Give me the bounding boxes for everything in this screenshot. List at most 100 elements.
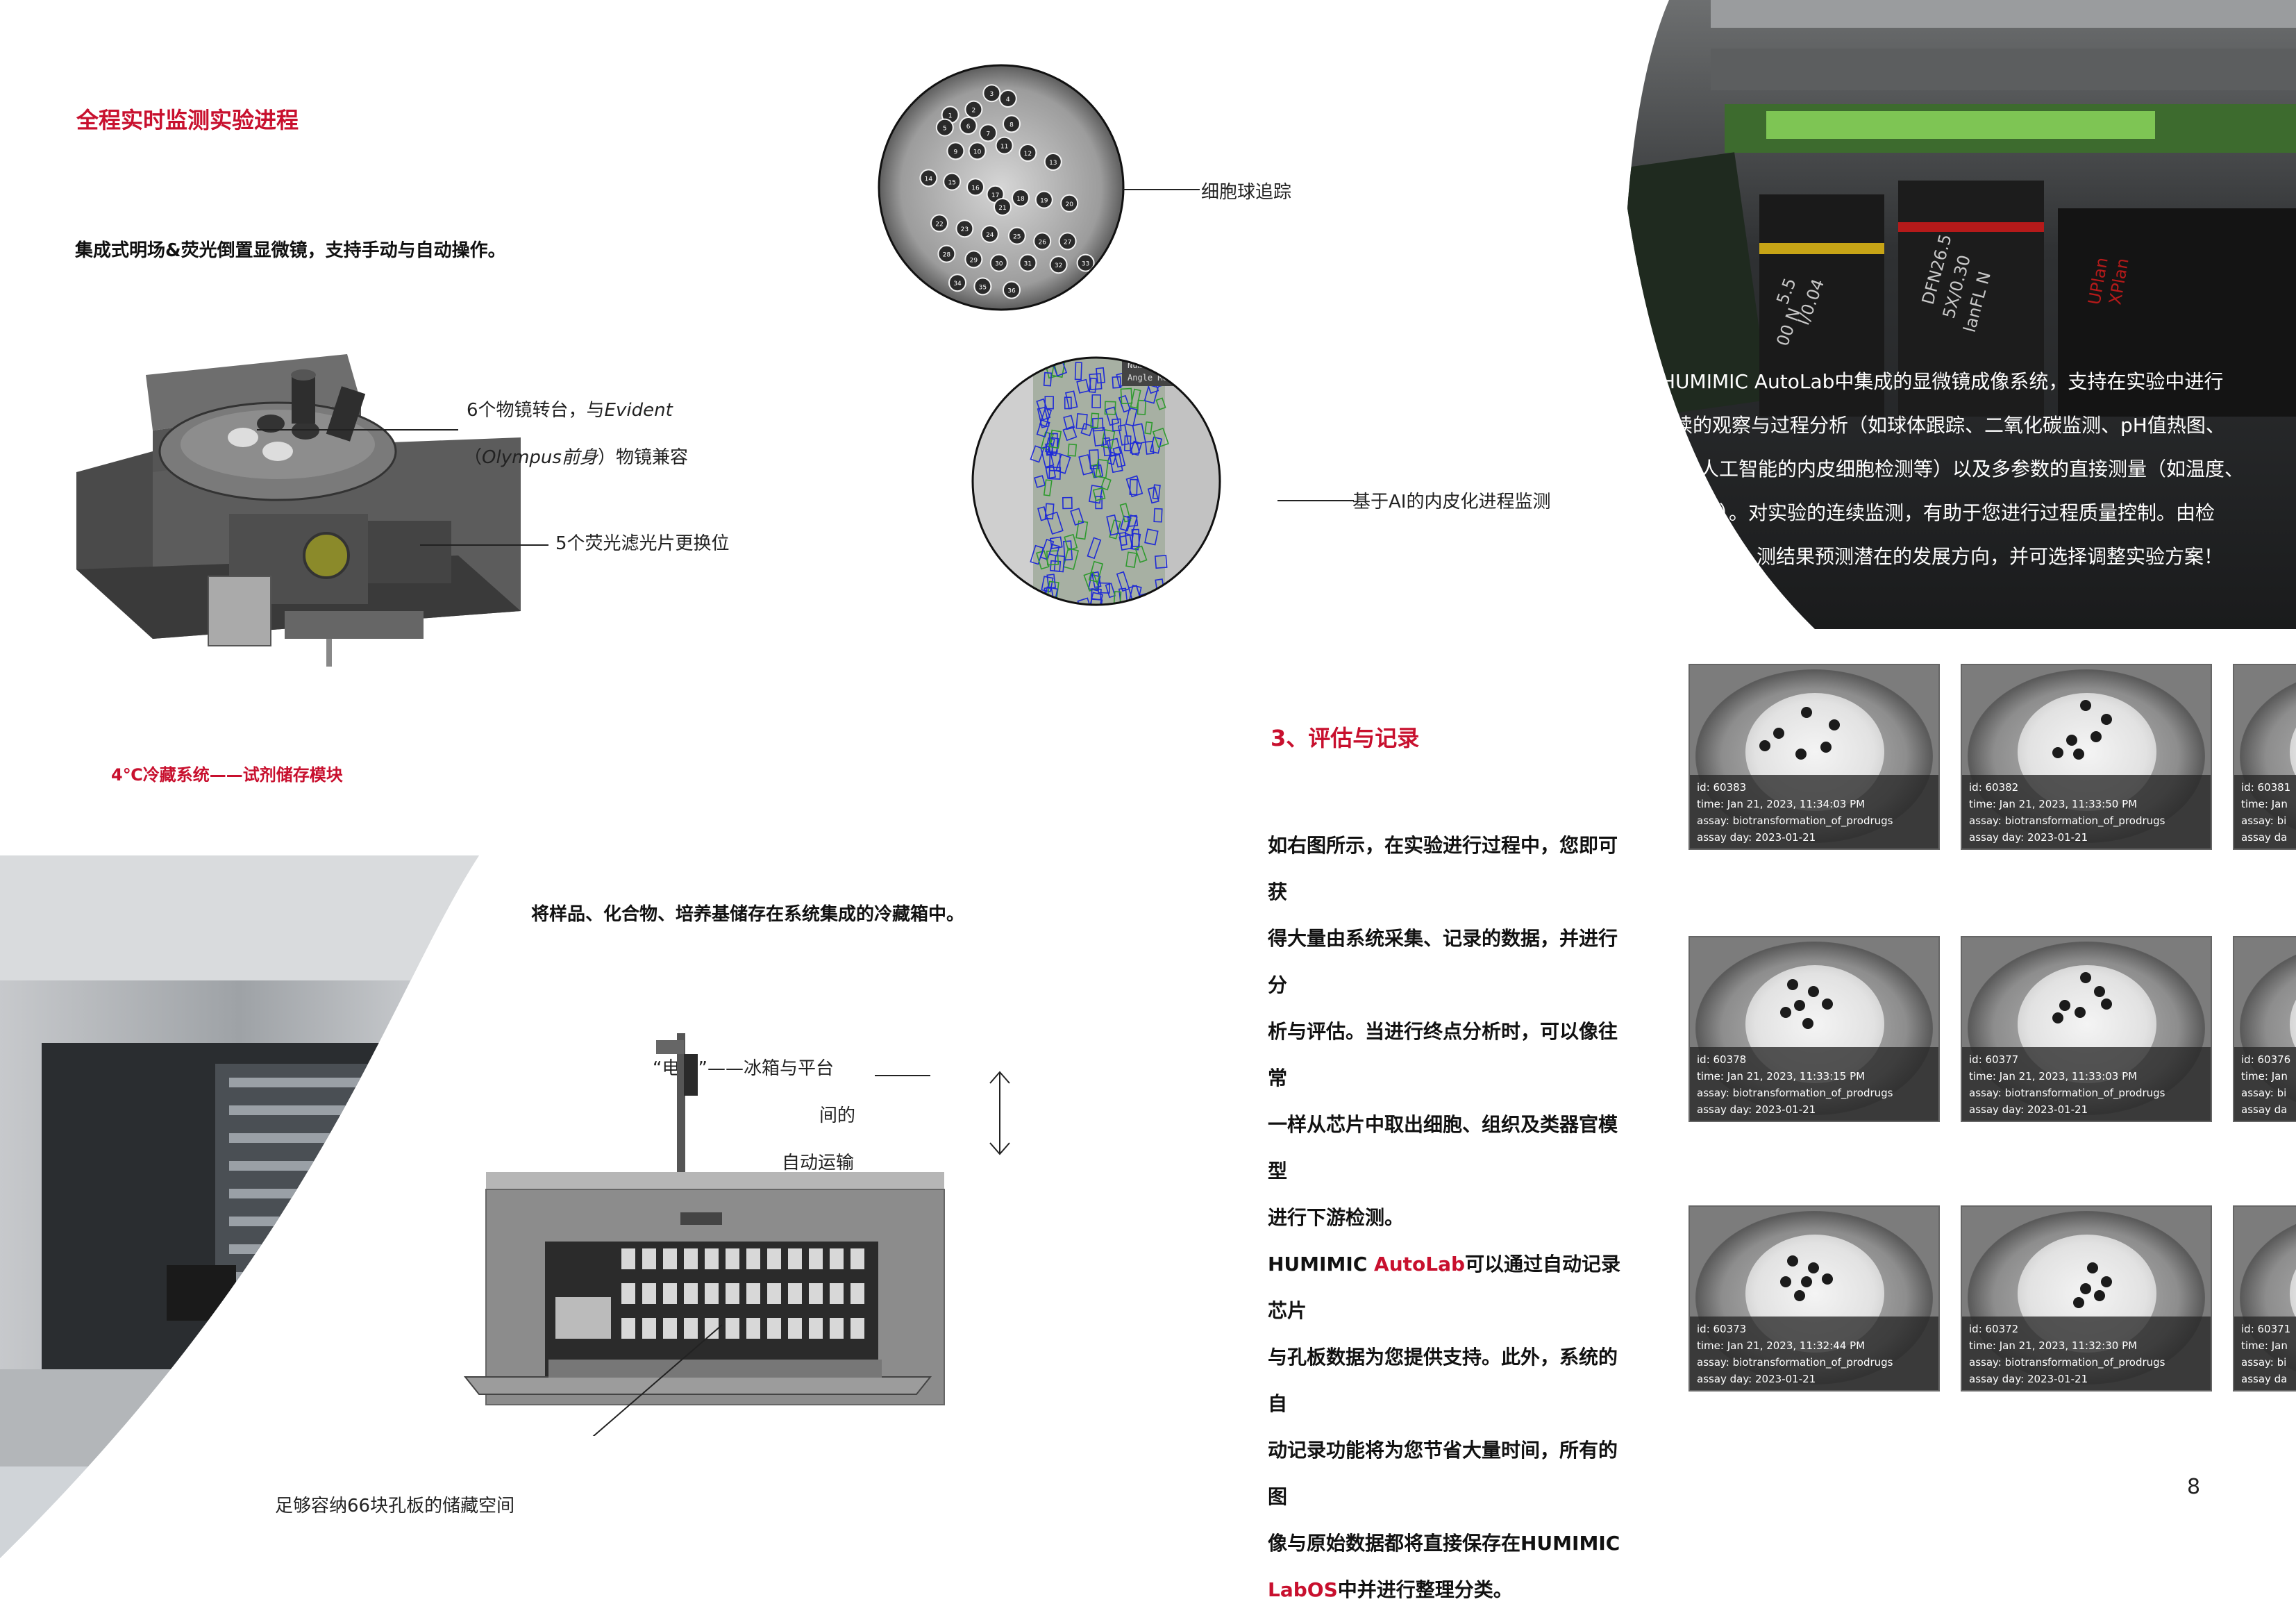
caption-id: id: 60372: [1969, 1323, 2019, 1335]
overlay-line-4: 力等）。对实验的连续监测，有助于您进行过程质量控制。由检: [1680, 501, 2215, 524]
caption-assay: assay: bi: [2241, 1356, 2287, 1369]
svg-text:27: 27: [1064, 239, 1071, 246]
spheroid-marker: 3: [982, 84, 1001, 103]
spheroid-marker: 2: [964, 100, 983, 119]
svg-text:25: 25: [1013, 234, 1021, 241]
cooling-heading: 4℃冷藏系统——试剂储存模块: [111, 765, 343, 785]
caption-time: time: Jan 21, 2023, 11:33:50 PM: [1969, 798, 2138, 810]
assay-thumbnail[interactable]: id: 60378 time: Jan 21, 2023, 11:33:15 PM…: [1689, 936, 1940, 1122]
caption-time: time: Jan 21, 2023, 11:34:03 PM: [1697, 798, 1866, 810]
caption-time: time: Jan 21, 2023, 11:33:15 PM: [1697, 1070, 1866, 1083]
spheroid-marker: 9: [946, 142, 965, 160]
spheroid-marker: 36: [1003, 281, 1021, 299]
svg-text:29: 29: [970, 257, 978, 264]
spheroid-marker: 35: [973, 277, 992, 296]
svg-text:9: 9: [954, 149, 958, 156]
caption-day: assay da: [2241, 1373, 2288, 1385]
section-heading-evaluation: 3、评估与记录: [1271, 725, 1420, 751]
caption-day: assay day: 2023-01-21: [1697, 831, 1816, 844]
svg-text:31: 31: [1024, 261, 1032, 268]
spheroid-marker: 27: [1058, 232, 1077, 251]
evaluation-paragraph: 如右图所示，在实验进行过程中，您即可获 得大量由系统采集、记录的数据，并进行分 …: [1268, 834, 1621, 1601]
up-down-arrow-icon: [989, 1071, 1010, 1155]
callout-filters: 5个荧光滤光片更换位: [555, 533, 730, 554]
spheroid-marker: 25: [1007, 226, 1026, 245]
ai-endothelial-view: Num: 0 Angle Median: [971, 356, 1221, 606]
svg-text:13: 13: [1049, 160, 1057, 167]
svg-text:10: 10: [973, 149, 982, 156]
svg-text:4: 4: [1006, 97, 1010, 103]
elevator-callout-line3: 自动运输: [782, 1153, 855, 1173]
caption-assay: assay: biotransformation_of_prodrugs: [1697, 814, 1893, 827]
spheroid-marker: 11: [995, 136, 1014, 155]
caption-assay: assay: biotransformation_of_prodrugs: [1697, 1087, 1893, 1099]
spheroid-marker: 33: [1076, 253, 1095, 272]
spheroid-marker: 34: [948, 274, 966, 292]
assay-thumbnail[interactable]: id: 60372 time: Jan 21, 2023, 11:32:30 PM…: [1961, 1205, 2212, 1391]
assay-thumbnail[interactable]: id: 60377 time: Jan 21, 2023, 11:33:03 PM…: [1961, 936, 2212, 1122]
spheroid-marker: 19: [1034, 190, 1053, 209]
caption-day: assay day: 2023-01-21: [1969, 831, 2088, 844]
caption-time: time: Jan 21, 2023, 11:32:30 PM: [1969, 1339, 2138, 1352]
caption-assay: assay: biotransformation_of_prodrugs: [1969, 1087, 2165, 1099]
caption-id: id: 60371: [2241, 1323, 2291, 1335]
caption-time: time: Jan 21, 2023, 11:33:03 PM: [1969, 1070, 2138, 1083]
leader-line-filters: [420, 544, 548, 546]
svg-text:11: 11: [1000, 144, 1008, 151]
caption-time: time: Jan 21, 2023, 11:32:44 PM: [1697, 1339, 1866, 1352]
refrigerator-photo: [0, 855, 479, 1558]
spheroid-marker: 24: [980, 225, 999, 243]
svg-text:12: 12: [1024, 151, 1032, 158]
spheroid-marker: 26: [1033, 232, 1052, 251]
spheroid-marker: 15: [943, 172, 962, 191]
thumbnail-caption: id: 60377 time: Jan 21, 2023, 11:33:03 PM…: [1962, 1047, 2211, 1121]
svg-text:16: 16: [971, 185, 980, 192]
storage-description: 将样品、化合物、培养基储存在系统集成的冷藏箱中。: [531, 904, 965, 925]
svg-text:30: 30: [995, 261, 1003, 268]
spheroid-marker: 30: [989, 253, 1008, 272]
leader-line-objectives: [257, 429, 458, 431]
caption-id: id: 60377: [1969, 1053, 2019, 1066]
svg-text:1: 1: [948, 112, 953, 119]
storage-module-illustration: [463, 1033, 945, 1436]
svg-text:24: 24: [986, 232, 994, 239]
caption-time: time: Jan: [2241, 798, 2288, 810]
objective-lens-photo: 5.5 I/0.04 00 N DFN26.5 5X/0.30 lanFL N …: [1627, 0, 2296, 629]
svg-text:33: 33: [1082, 261, 1089, 268]
spheroid-marker: 7: [979, 124, 998, 142]
svg-text:18: 18: [1016, 196, 1025, 203]
caption-id: id: 60378: [1697, 1053, 1747, 1066]
caption-time: time: Jan: [2241, 1070, 2288, 1083]
svg-text:2: 2: [972, 108, 976, 115]
spheroid-marker: 23: [955, 219, 974, 238]
svg-text:14: 14: [925, 176, 933, 183]
storage-capacity-label: 足够容纳66块孔板的储藏空间: [275, 1496, 515, 1516]
spheroid-marker: 14: [919, 169, 938, 187]
spheroid-marker: 21: [994, 198, 1012, 216]
caption-id: id: 60376: [2241, 1053, 2291, 1066]
spheroid-marker: 6: [959, 117, 978, 135]
caption-assay: assay: biotransformation_of_prodrugs: [1969, 814, 2165, 827]
caption-day: assay day: 2023-01-21: [1969, 1103, 2088, 1116]
svg-text:20: 20: [1065, 201, 1073, 208]
svg-text:19: 19: [1040, 198, 1048, 205]
microscope-subheading: 集成式明场&荧光倒置显微镜，支持手动与自动操作。: [75, 240, 506, 261]
caption-day: assay da: [2241, 831, 2288, 844]
svg-text:32: 32: [1055, 262, 1062, 269]
spheroid-tracking-label: 细胞球追踪: [1201, 182, 1292, 203]
spheroid-marker: 5: [935, 118, 954, 137]
svg-text:17: 17: [991, 192, 999, 199]
overlay-line-3: 基于人工智能的内皮细胞检测等）以及多参数的直接测量（如温度、: [1661, 458, 2245, 480]
svg-text:3: 3: [990, 91, 994, 98]
svg-text:34: 34: [953, 281, 962, 287]
